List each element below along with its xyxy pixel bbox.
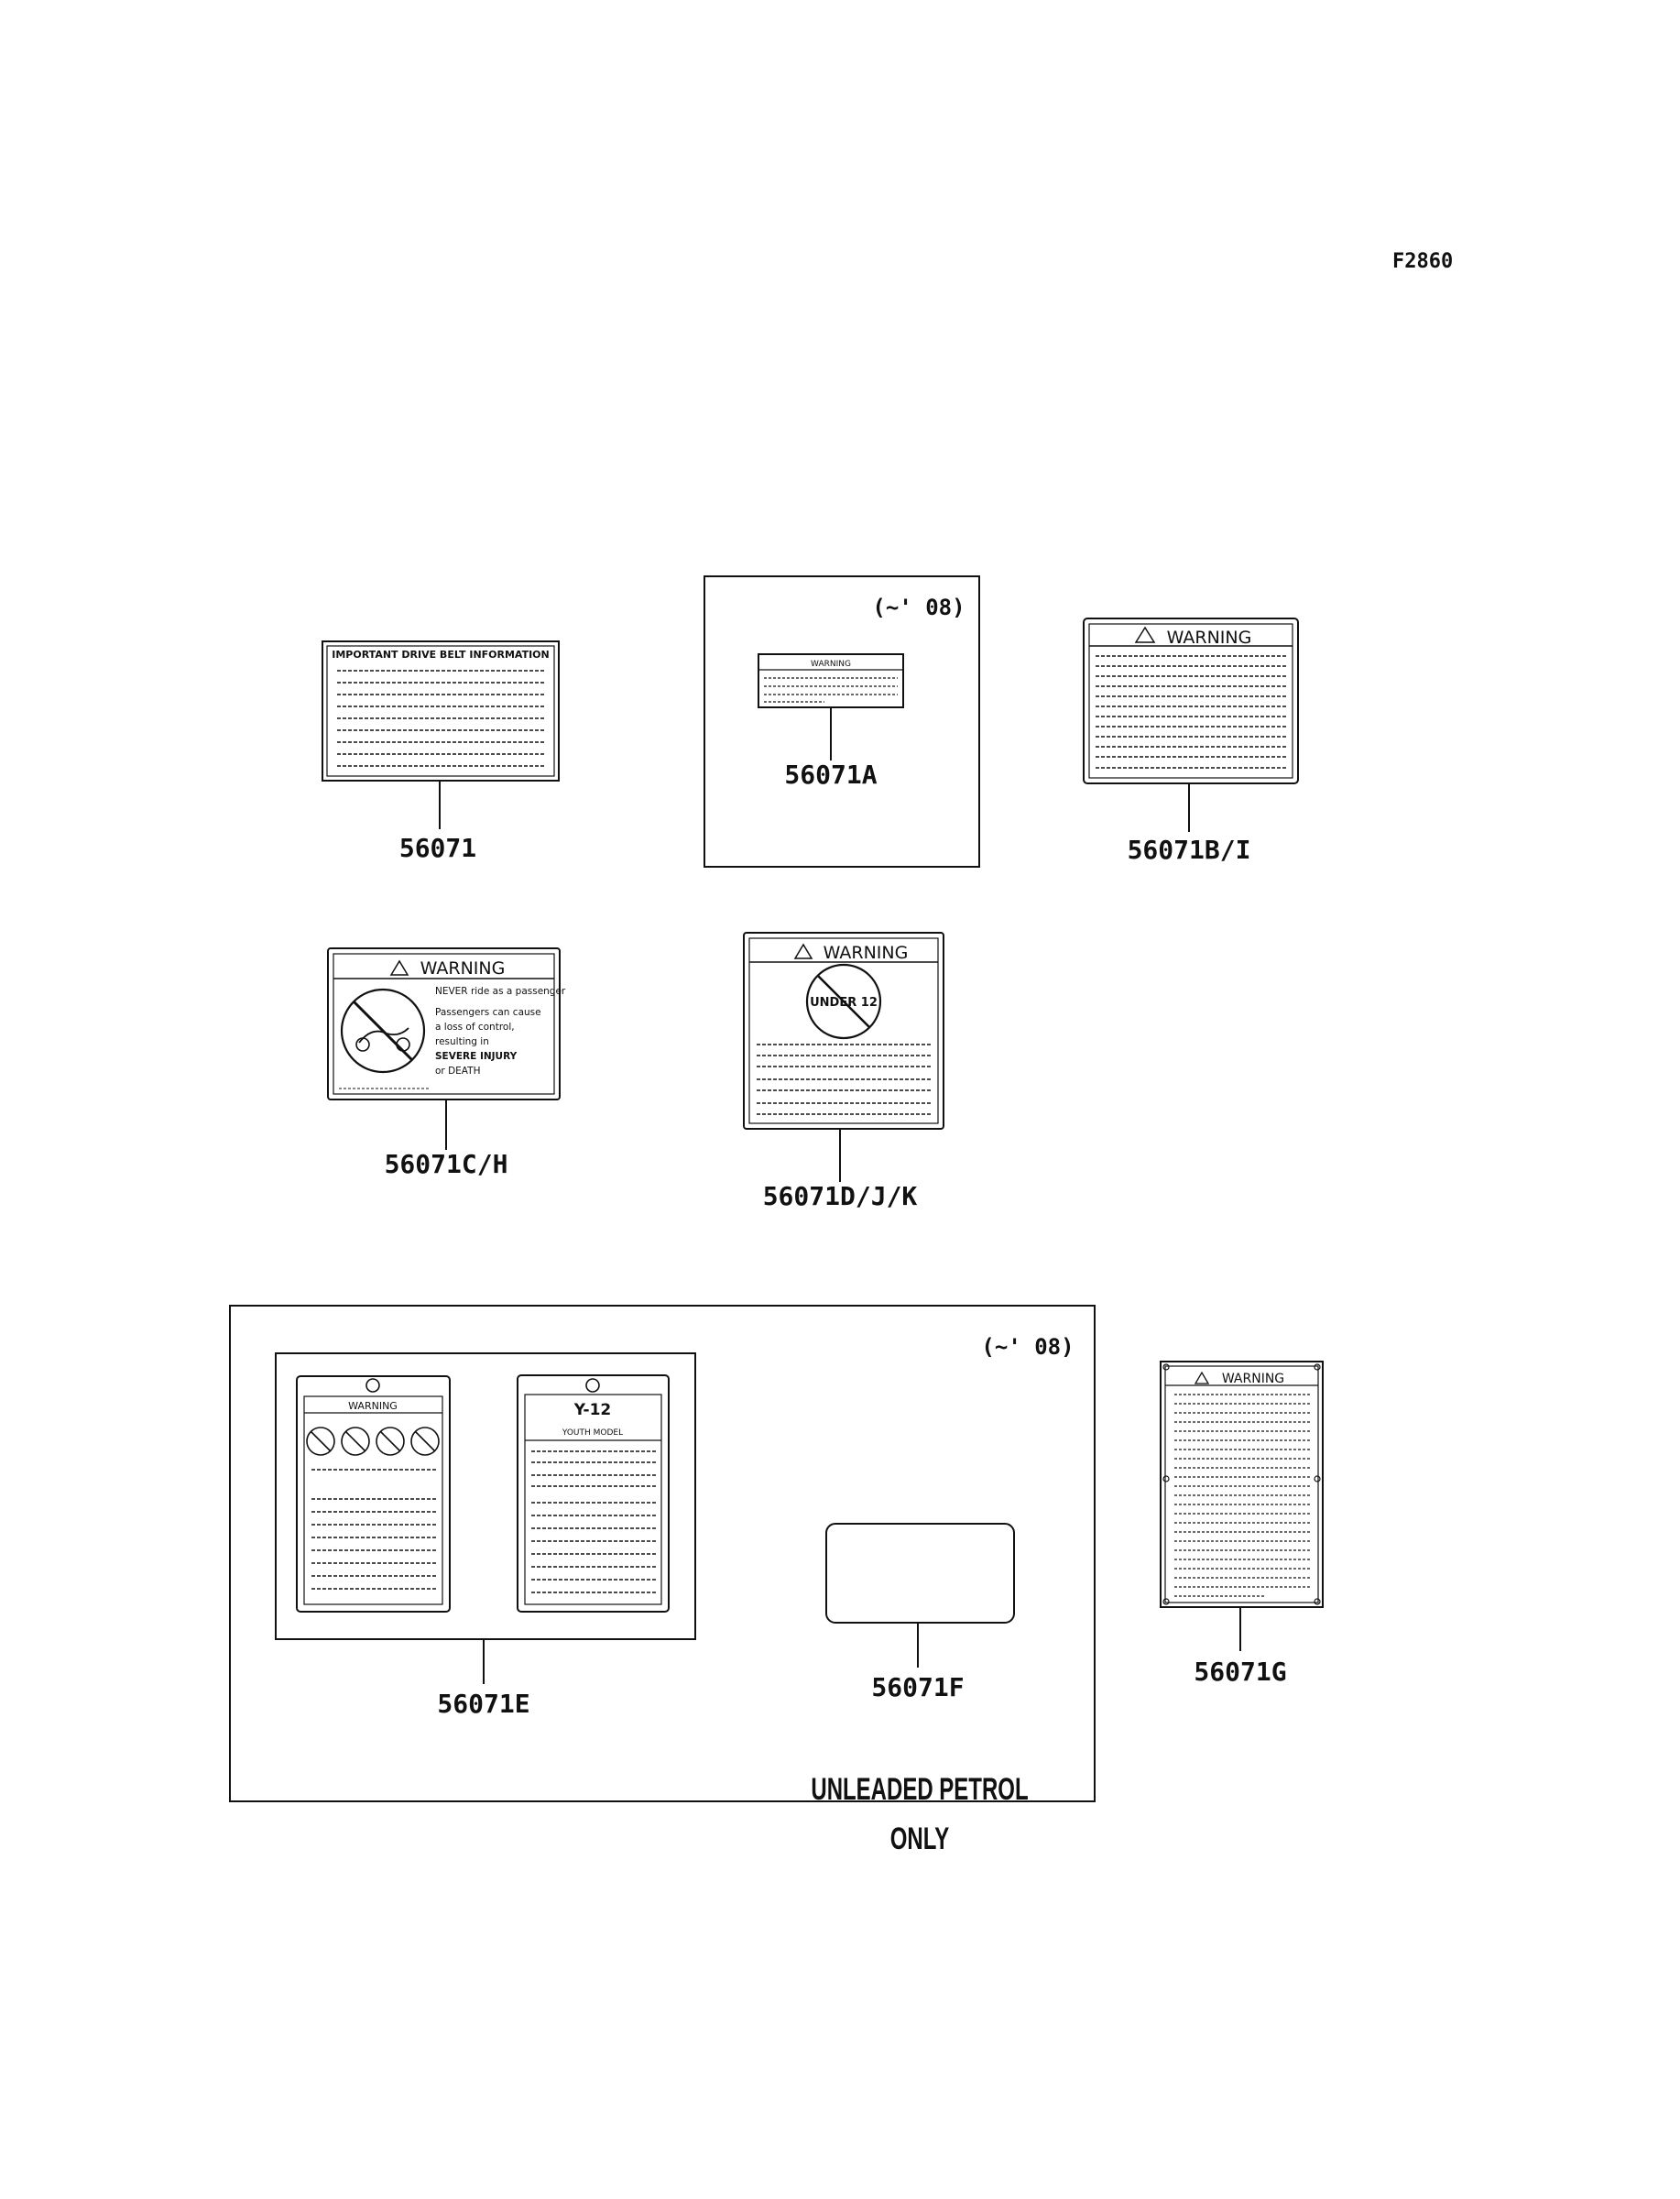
decal-badge: UNDER 12 <box>810 996 878 1010</box>
decal-text: or DEATH <box>435 1066 480 1077</box>
decal-text: resulting in <box>435 1036 489 1047</box>
decal-text: NEVER ride as a passenger <box>435 986 566 997</box>
decal-text: Passengers can cause <box>435 1007 541 1018</box>
part-number-56071: 56071 <box>399 833 476 863</box>
age-restriction-icon <box>805 963 882 1040</box>
decal-56071[interactable]: IMPORTANT DRIVE BELT INFORMATION <box>322 640 560 829</box>
decal-title: IMPORTANT DRIVE BELT INFORMATION <box>332 649 550 661</box>
decal-title: WARNING <box>1222 1372 1284 1386</box>
decal-text: SEVERE INJURY <box>435 1051 518 1062</box>
decal-text: UNLEADED PETROL <box>811 1772 1028 1807</box>
group-note-e-f: (~' 08) <box>981 1334 1074 1360</box>
part-number-56071B-I: 56071B/I <box>1128 835 1251 865</box>
decal-56071F[interactable]: UNLEADED PETROL ONLY <box>811 1523 1029 1856</box>
part-number-56071E: 56071E <box>437 1689 529 1719</box>
decal-title: WARNING <box>420 958 506 979</box>
part-number-56071D-J-K: 56071D/J/K <box>763 1181 918 1211</box>
decal-56071A[interactable]: WARNING <box>758 653 904 760</box>
decal-title: WARNING <box>348 1400 398 1412</box>
part-number-56071C-H: 56071C/H <box>385 1149 508 1179</box>
decal-title: WARNING <box>811 660 851 669</box>
decal-title: WARNING <box>824 943 909 963</box>
group-frame-a <box>704 575 980 868</box>
group-note-a: (~' 08) <box>872 595 965 620</box>
part-number-56071G: 56071G <box>1194 1657 1286 1687</box>
decal-56071G[interactable]: WARNING <box>1160 1361 1324 1651</box>
part-number-56071A: 56071A <box>784 760 877 790</box>
diagram-code: F2860 <box>1392 250 1453 273</box>
decal-text: a loss of control, <box>435 1022 515 1033</box>
decal-title: WARNING <box>1167 628 1252 648</box>
decal-text: ONLY <box>890 1822 950 1856</box>
decal-56071B-I[interactable]: WARNING <box>1083 618 1299 832</box>
decal-subtitle: YOUTH MODEL <box>562 1428 623 1438</box>
part-number-56071F: 56071F <box>871 1672 964 1702</box>
no-passenger-icon <box>340 988 426 1074</box>
decal-56071C-H[interactable]: WARNING NEVER ride as a passenger Passen… <box>327 947 566 1150</box>
decal-56071D-J-K[interactable]: WARNING UNDER 12 <box>743 932 944 1182</box>
decal-56071E[interactable]: WARNING Y-12 YOUTH MODEL <box>275 1352 696 1684</box>
decal-title: Y-12 <box>573 1401 612 1419</box>
group-frame-e-f <box>229 1305 1096 1802</box>
